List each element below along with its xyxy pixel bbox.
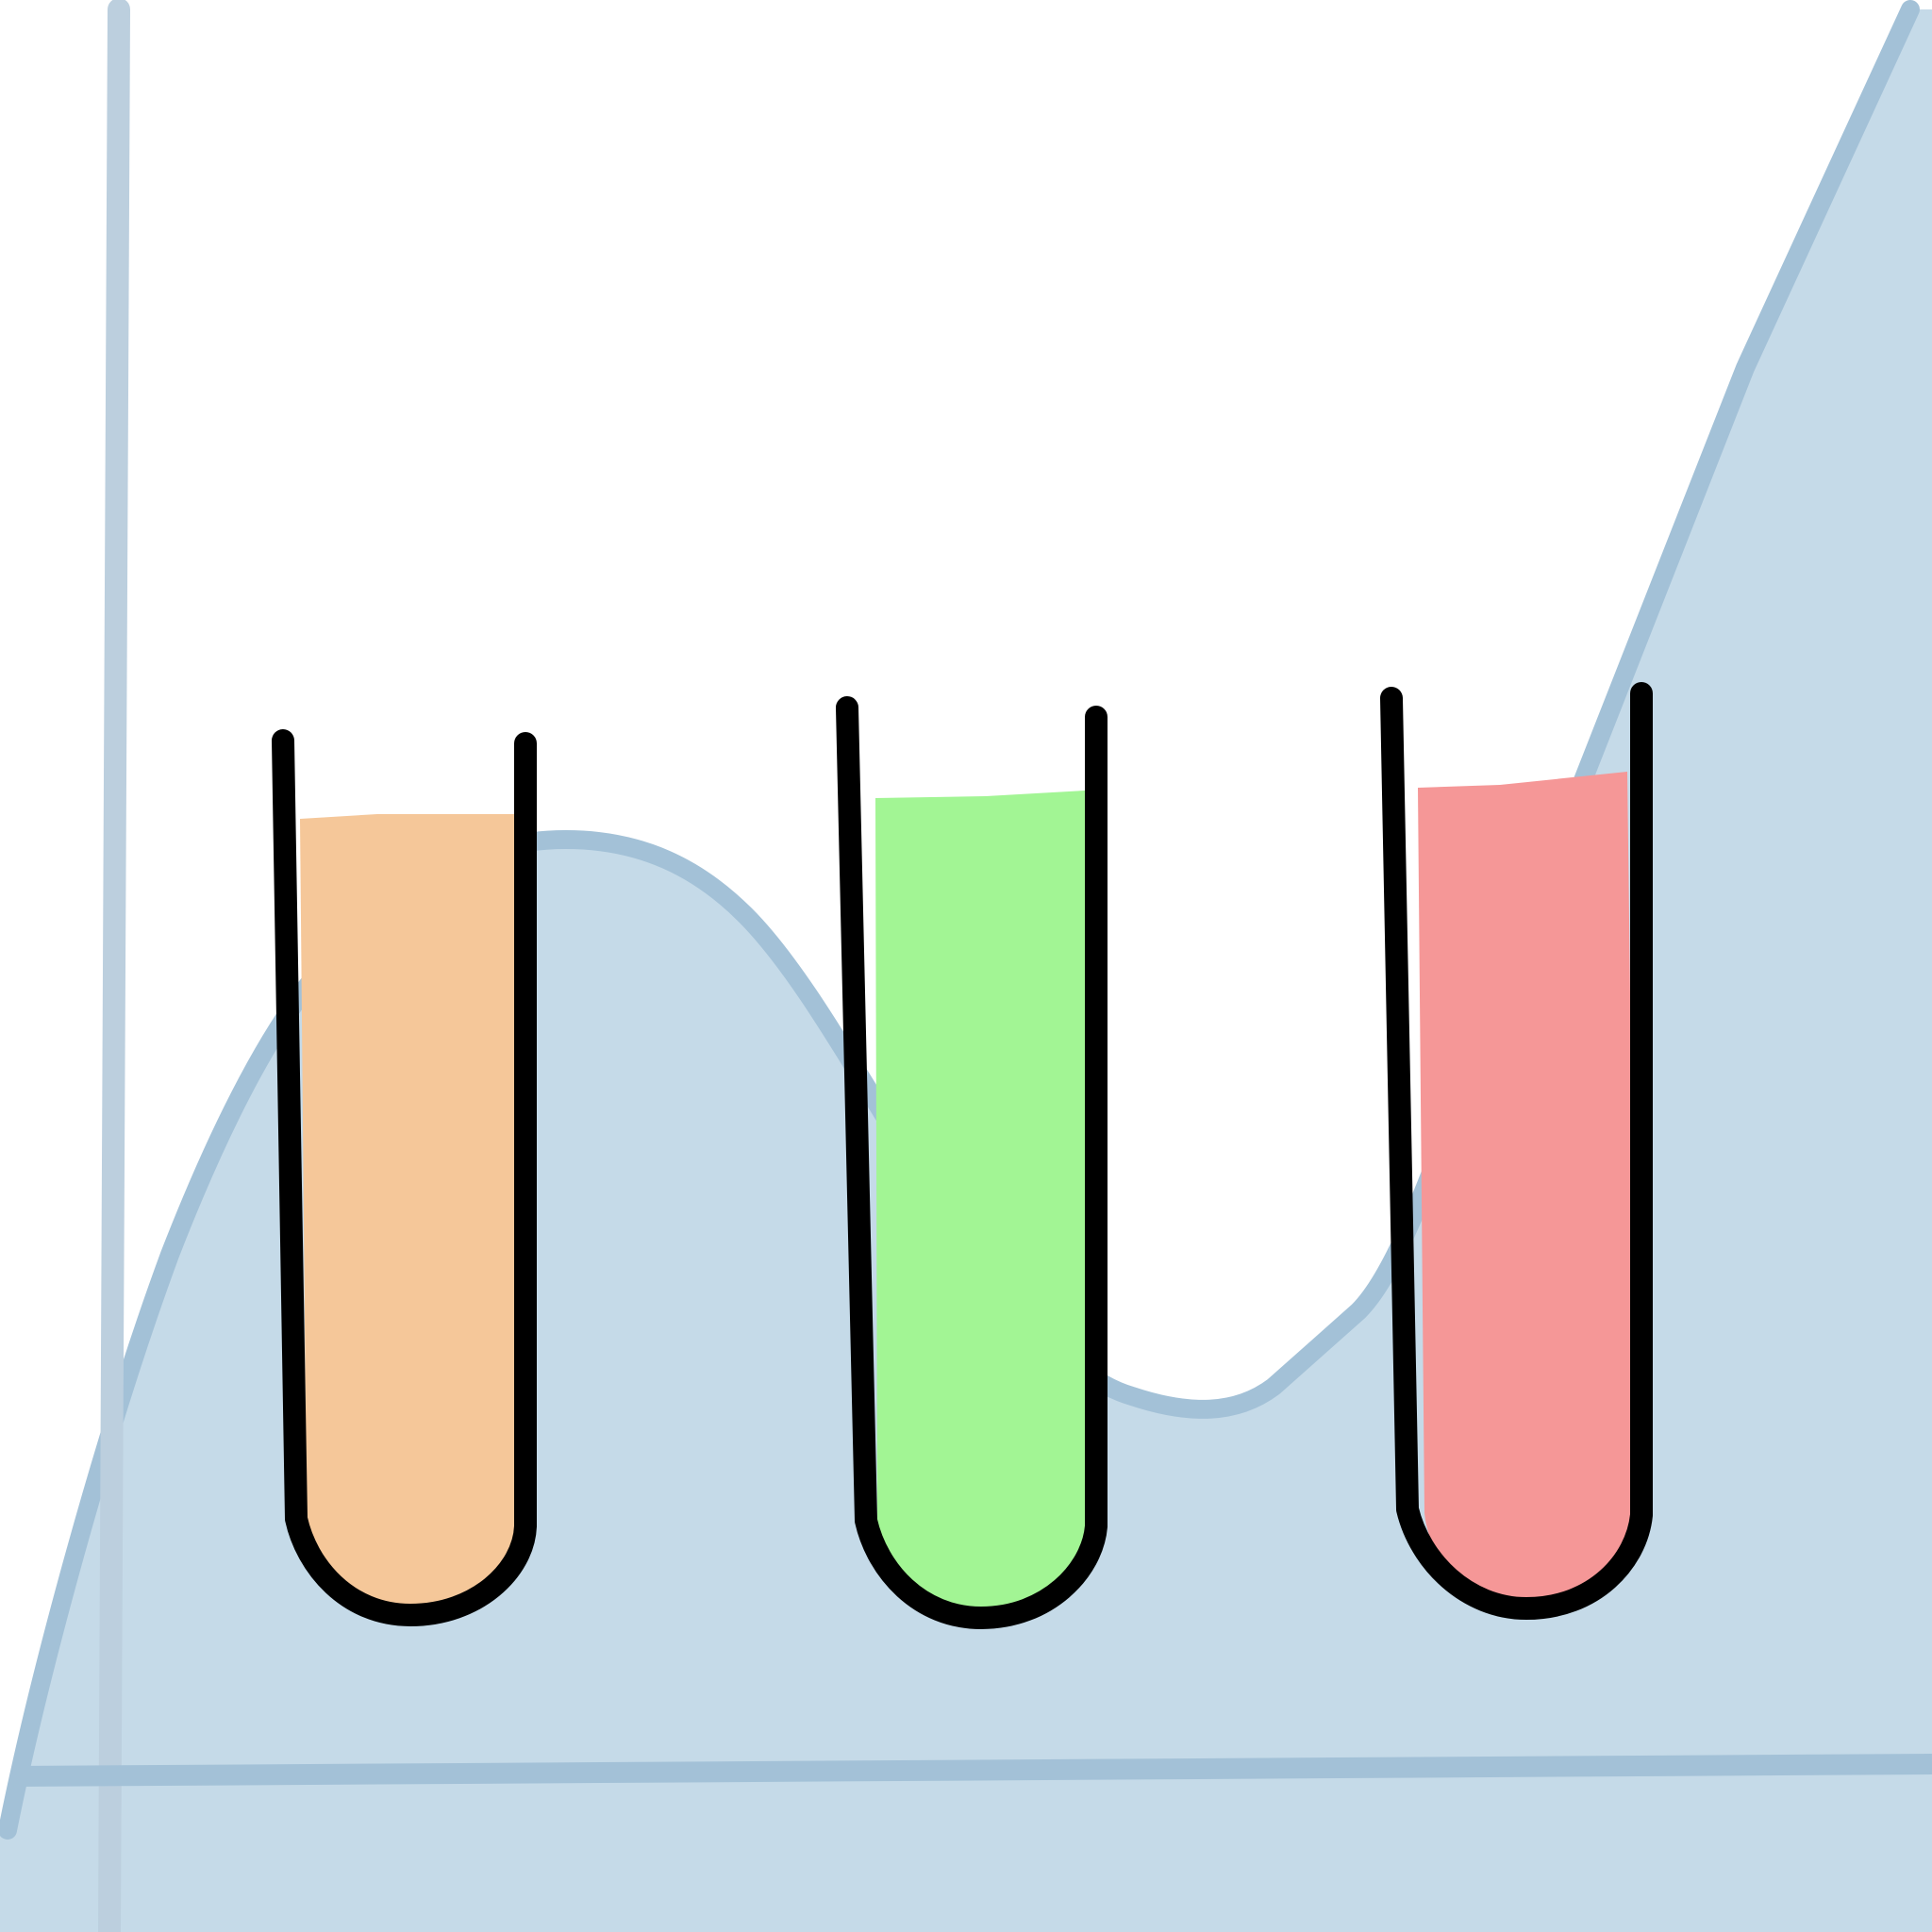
test-tube-red <box>1380 682 1653 1620</box>
test-tube-green <box>836 696 1108 1629</box>
tube-outline-orange <box>272 729 537 1626</box>
y-axis <box>98 0 130 1932</box>
tube-outline-red <box>1380 682 1653 1620</box>
test-tube-orange <box>272 729 537 1626</box>
tube-liquid-orange <box>300 814 523 1615</box>
x-axis <box>12 1754 1932 1787</box>
curve-line <box>0 0 1920 1840</box>
tube-liquid-red <box>1418 772 1637 1608</box>
tube-liquid-green <box>875 791 1085 1618</box>
tube-outline-green <box>836 696 1108 1629</box>
